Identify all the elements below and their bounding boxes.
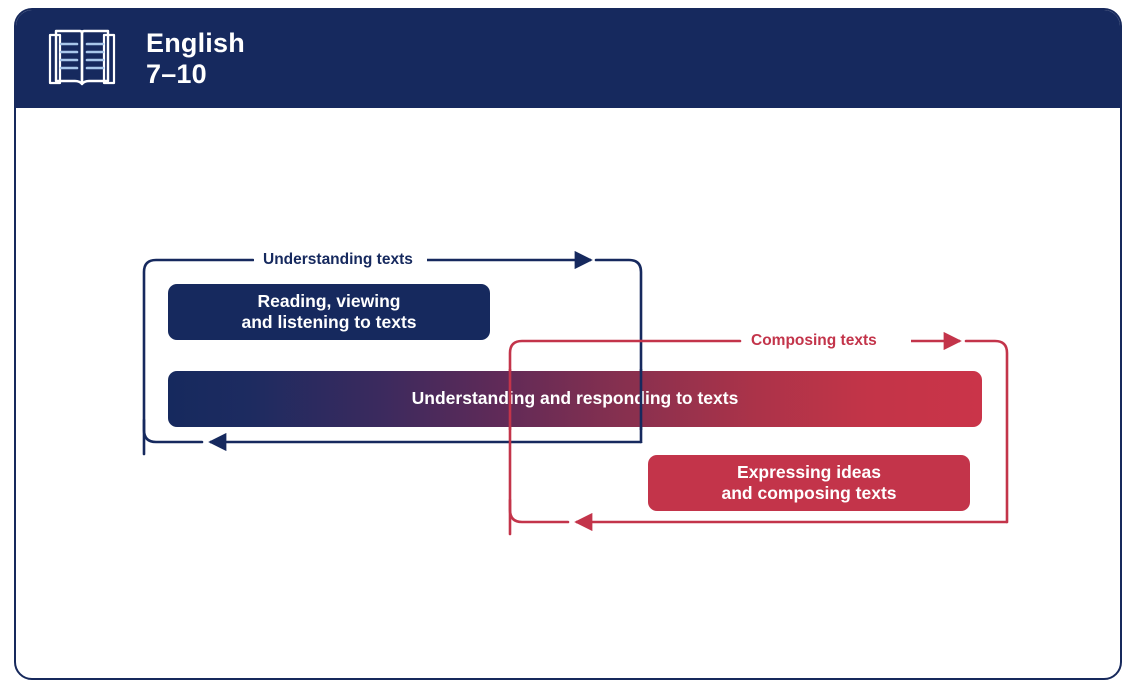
- loop-lines-under: [142, 250, 1009, 536]
- strand-expressing-ideas-composing-texts[interactable]: Expressing ideas and composing texts: [648, 455, 970, 511]
- content-card: English 7–10: [14, 8, 1122, 680]
- header-text-block: English 7–10: [146, 28, 245, 90]
- strand-reading-viewing-listening[interactable]: Reading, viewing and listening to texts: [168, 284, 490, 340]
- strand-expressing-line-2: and composing texts: [721, 483, 897, 503]
- book-lines-left: [59, 42, 79, 70]
- loop-composing-texts: [508, 331, 1009, 536]
- loop-understanding-texts: [142, 250, 643, 456]
- cycle-diagram: Reading, viewing and listening to texts …: [16, 108, 1124, 680]
- page-title: English: [146, 28, 245, 59]
- book-lines-right: [85, 42, 105, 70]
- loop-label-understanding-texts: Understanding texts: [254, 252, 422, 268]
- open-book-icon: [48, 29, 116, 86]
- strand-expressing-line-1: Expressing ideas: [737, 461, 881, 482]
- strand-reading-line-1: Reading, viewing: [257, 290, 401, 311]
- strand-reading-line-2: and listening to texts: [241, 312, 417, 332]
- page-subtitle: 7–10: [146, 59, 207, 89]
- strand-understanding-responding-label: Understanding and responding to texts: [411, 388, 739, 409]
- loop-label-composing-texts: Composing texts: [742, 333, 886, 349]
- strand-understanding-and-responding[interactable]: Understanding and responding to texts: [168, 371, 982, 427]
- card-header: English 7–10: [16, 10, 1120, 108]
